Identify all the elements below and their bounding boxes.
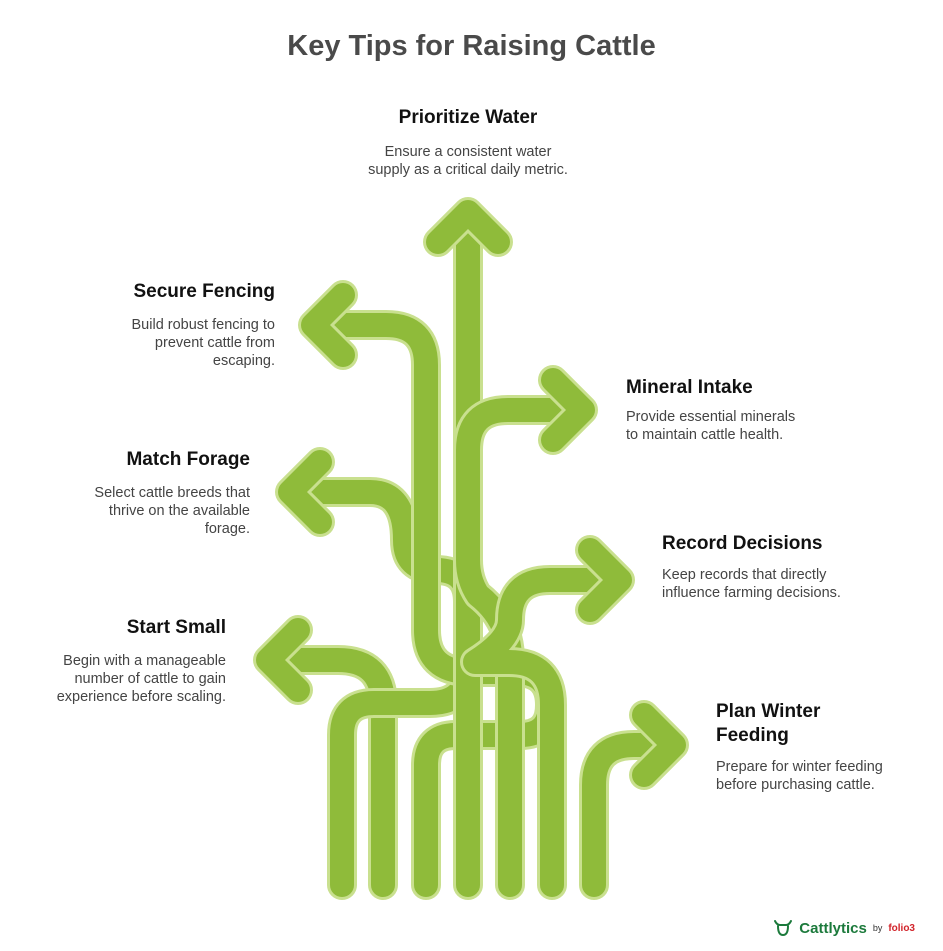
brand-name: Cattlytics	[799, 919, 867, 937]
brand-logo: Cattlytics by folio3	[773, 919, 915, 937]
tip-mineral-intake: Mineral Intake Provide essential mineral…	[626, 376, 811, 444]
arrow-start-small	[253, 615, 398, 900]
arrow-plan-winter-feeding	[579, 700, 689, 900]
brand-by: by	[872, 923, 883, 933]
brand-partner: folio3	[888, 922, 915, 934]
tip-start-small: Start Small Begin with a manageable numb…	[40, 616, 226, 706]
tip-heading: Match Forage	[126, 449, 250, 470]
tip-heading: Start Small	[126, 617, 226, 638]
tip-description: Prepare for winter feeding before purcha…	[716, 759, 883, 793]
tip-match-forage: Match Forage Select cattle breeds that t…	[90, 448, 250, 538]
tip-prioritize-water: Prioritize Water Ensure a consistent wat…	[348, 106, 588, 179]
tip-heading: Mineral Intake	[626, 377, 753, 398]
tip-secure-fencing: Secure Fencing Build robust fencing to p…	[100, 280, 275, 370]
tip-description: Select cattle breeds that thrive on the …	[94, 485, 250, 537]
diagram-title: Key Tips for Raising Cattle	[287, 30, 656, 62]
tip-heading: Plan Winter Feeding	[716, 701, 821, 746]
tip-description: Provide essential minerals to maintain c…	[626, 409, 796, 443]
tip-description: Ensure a consistent water supply as a cr…	[368, 144, 568, 178]
arrow-record-decisions	[460, 535, 635, 900]
tip-heading: Secure Fencing	[133, 281, 276, 302]
tip-description: Keep records that directly influence far…	[662, 567, 841, 601]
tip-plan-winter-feeding: Plan Winter Feeding Prepare for winter f…	[716, 700, 901, 794]
tip-record-decisions: Record Decisions Keep records that direc…	[662, 532, 842, 602]
tip-description: Begin with a manageable number of cattle…	[56, 653, 226, 705]
tip-heading: Prioritize Water	[398, 107, 538, 128]
tip-description: Build robust fencing to prevent cattle f…	[131, 317, 275, 369]
tip-heading: Record Decisions	[662, 533, 823, 554]
cattle-head-icon	[774, 920, 793, 937]
